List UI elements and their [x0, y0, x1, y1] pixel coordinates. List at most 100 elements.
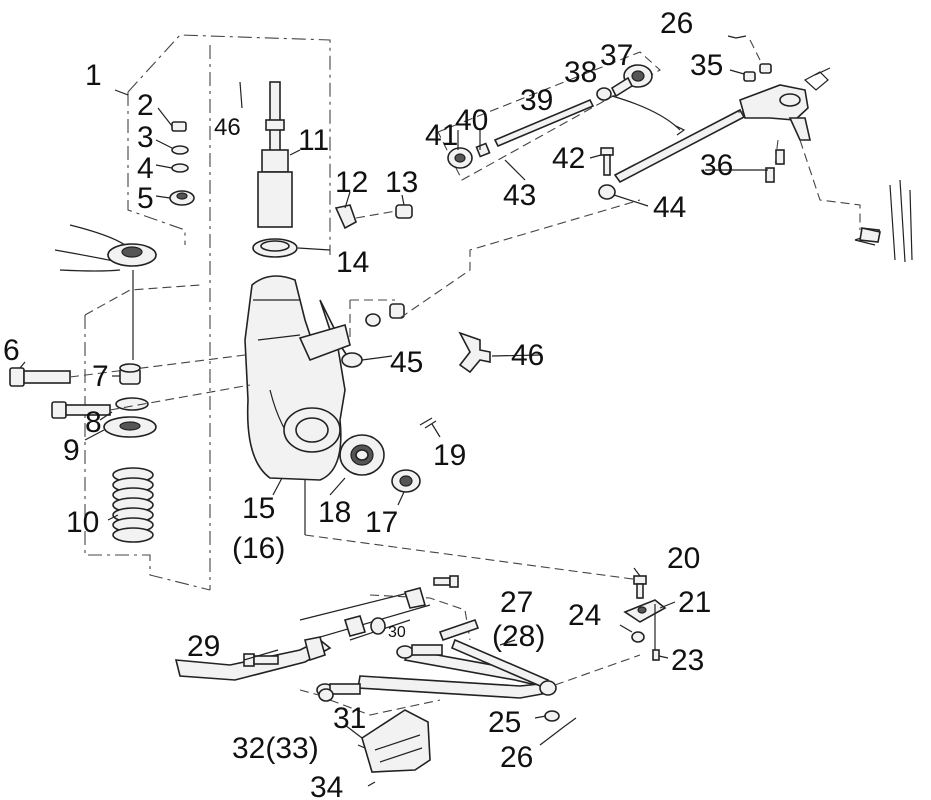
callout-8: 8	[85, 406, 102, 439]
callout-18: 18	[318, 496, 351, 529]
callout-36: 36	[700, 149, 733, 182]
callout-5: 5	[137, 182, 154, 215]
tie-rod-39	[493, 98, 595, 148]
bolt-34	[367, 781, 376, 787]
nut-38	[596, 87, 612, 101]
callout-26-top: 26	[660, 7, 693, 40]
spring-seat-9	[103, 416, 157, 438]
strut-group-boundary	[84, 34, 331, 591]
coil-spring-10	[112, 467, 154, 543]
nut-25	[544, 710, 560, 722]
bolt-6-guide	[69, 354, 246, 378]
callout-2: 2	[137, 89, 154, 122]
tie-rod-end-41	[447, 147, 473, 169]
callout-42: 42	[552, 142, 585, 175]
callout-46-right: 46	[511, 339, 544, 372]
nut-45	[341, 352, 363, 368]
nut-35	[743, 63, 772, 82]
bearing-18	[339, 434, 385, 476]
tie-rod-guide	[349, 199, 641, 340]
callout-27: 27	[500, 586, 533, 619]
bushing-30	[370, 617, 386, 635]
bushing-44	[598, 184, 616, 200]
bracket-lower-left	[304, 615, 367, 662]
callout-41: 41	[425, 119, 458, 152]
callout-16: (16)	[232, 532, 285, 565]
callout-46-top: 46	[214, 114, 241, 141]
callout-19: 19	[433, 439, 466, 472]
callout-31: 31	[333, 702, 366, 735]
callout-1: 1	[85, 59, 102, 92]
bolt-8-guide	[109, 384, 251, 411]
tie-rod-end-37	[610, 64, 653, 98]
jam-nut-40	[475, 142, 491, 158]
callout-20: 20	[667, 542, 700, 575]
bracket-top-lower	[403, 587, 427, 609]
callout-38: 38	[564, 56, 597, 89]
frame-bracket	[859, 227, 881, 243]
callout-29: 29	[187, 630, 220, 663]
callout-14: 14	[336, 246, 369, 279]
callout-3: 3	[137, 121, 154, 154]
bolt-8	[51, 401, 111, 419]
strut-shock-11	[257, 81, 293, 228]
top-mount-hole	[121, 246, 143, 258]
nut-13	[395, 204, 413, 219]
knuckle-arm	[298, 324, 351, 362]
nut-2	[171, 121, 187, 132]
callout-45: 45	[390, 346, 423, 379]
bolt-6	[9, 367, 71, 387]
callout-40: 40	[455, 104, 488, 137]
washer-3	[171, 145, 189, 155]
callout-12: 12	[335, 166, 368, 199]
callout-25: 25	[488, 706, 521, 739]
callout-13: 13	[385, 166, 418, 199]
callout-15: 15	[242, 492, 275, 525]
bushing-31	[318, 688, 334, 702]
callout-24: 24	[568, 599, 601, 632]
pin-26-top	[735, 35, 747, 39]
callout-30: 30	[388, 624, 406, 641]
guard-detail	[374, 734, 423, 763]
bracket-guide	[355, 210, 397, 219]
bracket-12	[334, 204, 357, 230]
right-assembly-guide	[749, 39, 861, 230]
tie-rod-link-line	[611, 95, 681, 131]
cotter-pin-19	[419, 417, 437, 429]
callout-17: 17	[365, 506, 398, 539]
tie-rod-group-boundary	[437, 51, 661, 181]
skid-guard-32	[361, 709, 431, 773]
frame-tube-right	[854, 179, 913, 263]
callout-4: 4	[137, 152, 154, 185]
bolt-20	[633, 575, 647, 599]
washer-nut-pair	[365, 303, 405, 327]
callout-44: 44	[653, 191, 686, 224]
callout-11: 11	[298, 124, 329, 157]
callout-32-33: 32(33)	[232, 732, 319, 765]
callout-26-bottom: 26	[500, 741, 533, 774]
nut-7	[119, 363, 141, 385]
callout-7: 7	[92, 360, 109, 393]
washer-24	[631, 631, 645, 643]
bolt-29	[243, 653, 279, 667]
callout-23: 23	[671, 644, 704, 677]
callout-10: 10	[66, 506, 99, 539]
steering-arm-boss	[779, 93, 801, 107]
callout-28: (28)	[492, 620, 545, 653]
seal-17	[391, 469, 421, 493]
pin-26-bottom	[564, 717, 577, 727]
knuckle-lower-guide	[304, 534, 641, 581]
ball-joint-guide	[554, 654, 641, 686]
right-linkage-line	[814, 67, 831, 76]
callout-43: 43	[503, 179, 536, 212]
callout-35: 35	[690, 49, 723, 82]
bolt-top-lower	[433, 575, 459, 588]
hub-18	[283, 407, 341, 453]
callout-34: 34	[310, 771, 343, 800]
shock-group-boundary	[84, 284, 201, 316]
washer-4	[171, 163, 189, 173]
bolt-36	[765, 149, 785, 183]
bolt-42	[600, 147, 614, 176]
plate-21	[623, 599, 667, 623]
